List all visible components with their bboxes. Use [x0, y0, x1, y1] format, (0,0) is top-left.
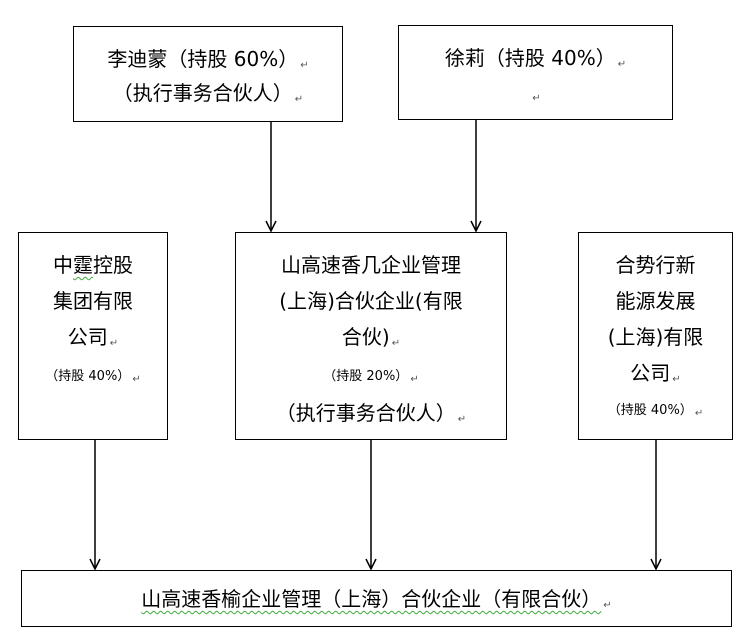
- paragraph-mark-icon: ↵: [410, 374, 419, 385]
- node-li-dimeng: 李迪蒙（持股 60%）↵ （执行事务合伙人）↵: [73, 26, 343, 122]
- node-xu-li-line1: 徐莉（持股 40%）: [444, 46, 616, 70]
- node-zhongting-line3: 公司: [67, 325, 108, 349]
- paragraph-mark-icon: ↵: [457, 414, 467, 425]
- node-zhongting-line1-c: 控股: [93, 253, 133, 277]
- node-shangaosu-xiangji-line3: 合伙): [341, 325, 390, 349]
- paragraph-mark-icon: ↵: [603, 600, 612, 611]
- node-heshixing-share: （持股 40%）: [607, 403, 693, 418]
- node-zhongting-line2: 集团有限: [53, 289, 133, 313]
- node-target-entity-line1: 山高速香榆企业管理（上海）合伙企业（有限合伙）: [141, 587, 602, 611]
- node-shangaosu-xiangji-role: （执行事务合伙人）: [275, 401, 456, 425]
- node-shangaosu-xiangji-share: （持股 20%）: [323, 369, 409, 384]
- paragraph-mark-icon: ↵: [300, 60, 309, 71]
- paragraph-mark-icon: ↵: [294, 94, 304, 105]
- paragraph-mark-icon: ↵: [391, 338, 401, 349]
- node-heshixing: 合势行新 能源发展 (上海)有限 公司↵ （持股 40%）↵: [578, 232, 733, 440]
- node-shangaosu-xiangji-line1: 山高速香几企业管理: [281, 253, 461, 277]
- node-shangaosu-xiangji: 山高速香几企业管理 (上海)合伙企业(有限 合伙)↵ （持股 20%）↵ （执行…: [235, 232, 507, 440]
- paragraph-mark-icon: ↵: [617, 59, 627, 70]
- node-shangaosu-xiangji-line2: (上海)合伙企业(有限: [279, 289, 463, 313]
- paragraph-mark-icon: ↵: [109, 338, 119, 349]
- node-zhongting-share: （持股 40%）: [45, 369, 131, 384]
- node-li-dimeng-line2: （执行事务合伙人）: [112, 81, 293, 105]
- node-zhongting-line1-a: 中: [53, 253, 73, 277]
- node-heshixing-line3: (上海)有限: [607, 325, 704, 349]
- node-xu-li: 徐莉（持股 40%）↵ ↵: [398, 25, 673, 120]
- node-heshixing-line1: 合势行新: [615, 253, 696, 277]
- paragraph-mark-icon: ↵: [672, 374, 681, 385]
- paragraph-mark-icon: ↵: [132, 374, 141, 385]
- paragraph-mark-icon: ↵: [694, 408, 704, 419]
- node-target-entity: 山高速香榆企业管理（上海）合伙企业（有限合伙）↵: [21, 570, 732, 627]
- node-heshixing-line4: 公司: [630, 361, 671, 385]
- node-zhongting: 中霆控股 集团有限 公司↵ （持股 40%）↵: [18, 232, 168, 440]
- paragraph-mark-icon: ↵: [532, 93, 541, 104]
- node-li-dimeng-line1: 李迪蒙（持股 60%）: [107, 47, 299, 71]
- node-zhongting-line1-b: 霆: [73, 253, 93, 277]
- node-heshixing-line2: 能源发展: [615, 289, 696, 313]
